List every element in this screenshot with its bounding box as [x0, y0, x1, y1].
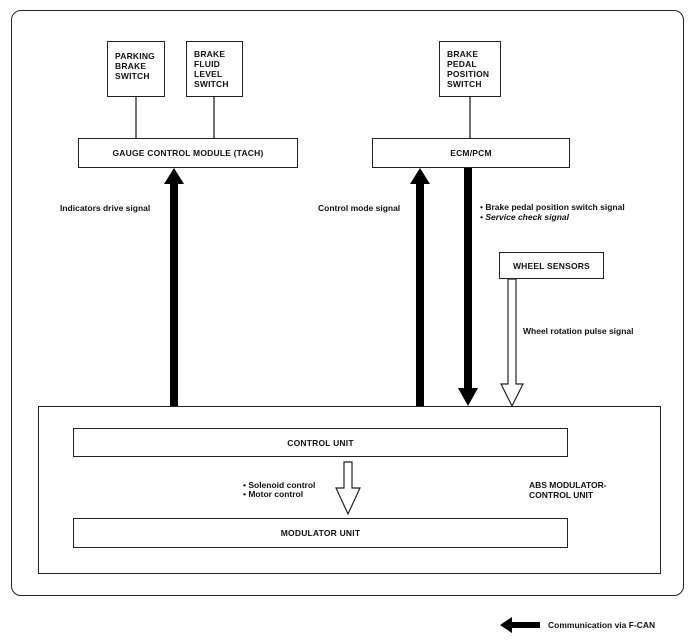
motor-control-label: • Motor control — [243, 489, 304, 499]
brake-pedal-signal-arrow — [458, 168, 478, 406]
gauge-control-module-box: GAUGE CONTROL MODULE (TACH) — [78, 138, 298, 168]
brake-fluid-level-switch-box: BRAKE FLUID LEVEL SWITCH — [186, 41, 243, 97]
parking-brake-line-3: SWITCH — [115, 71, 150, 81]
control-mode-arrow — [410, 168, 430, 406]
wheel-rotation-pulse-signal-label: Wheel rotation pulse signal — [523, 326, 634, 336]
gauge-control-module-label: GAUGE CONTROL MODULE (TACH) — [112, 148, 264, 158]
abs-label-line-2: CONTROL UNIT — [529, 490, 594, 500]
legend-fcan-arrow — [500, 617, 540, 633]
modulator-unit-box: MODULATOR UNIT — [73, 518, 568, 548]
diagram-frame — [11, 10, 684, 596]
modulator-unit-label: MODULATOR UNIT — [280, 528, 361, 538]
parking-brake-switch-box: PARKING BRAKE SWITCH — [107, 41, 165, 97]
parking-brake-line-2: BRAKE — [115, 61, 147, 71]
brake-pedal-line-1: BRAKE — [447, 49, 479, 59]
brake-pedal-line-4: SWITCH — [447, 79, 482, 89]
legend-fcan-label: Communication via F-CAN — [548, 620, 656, 630]
abs-modulator-control-unit-label: ABS MODULATOR- CONTROL UNIT — [529, 480, 607, 500]
wheel-rotation-arrow — [500, 278, 524, 408]
service-check-signal-label: • Service check signal — [480, 212, 569, 222]
control-unit-label: CONTROL UNIT — [287, 437, 354, 448]
parking-brake-line-1: PARKING — [115, 51, 155, 61]
control-unit-box: CONTROL UNIT — [73, 428, 568, 457]
brake-pedal-position-switch-box: BRAKE PEDAL POSITION SWITCH — [439, 41, 501, 97]
solenoid-control-label: • Solenoid control — [243, 480, 316, 490]
solenoid-motor-arrow — [335, 461, 361, 516]
control-mode-signal-label: Control mode signal — [318, 203, 401, 213]
brake-fluid-line-4: SWITCH — [194, 79, 229, 89]
wheel-sensors-box: WHEEL SENSORS — [499, 252, 604, 279]
abs-label-line-1: ABS MODULATOR- — [529, 480, 607, 490]
brake-fluid-line-3: LEVEL — [194, 69, 223, 79]
brake-pedal-line-3: POSITION — [447, 69, 490, 79]
ecm-pcm-box: ECM/PCM — [372, 138, 570, 168]
brake-fluid-line-2: FLUID — [194, 59, 221, 69]
indicators-drive-signal-label: Indicators drive signal — [60, 203, 151, 213]
indicators-drive-arrow — [164, 168, 184, 406]
brake-fluid-line-1: BRAKE — [194, 49, 226, 59]
wheel-sensors-label: WHEEL SENSORS — [512, 260, 591, 271]
brake-pedal-position-signal-label: • Brake pedal position switch signal — [480, 202, 625, 212]
ecm-pcm-label: ECM/PCM — [450, 148, 492, 158]
brake-pedal-line-2: PEDAL — [447, 59, 477, 69]
